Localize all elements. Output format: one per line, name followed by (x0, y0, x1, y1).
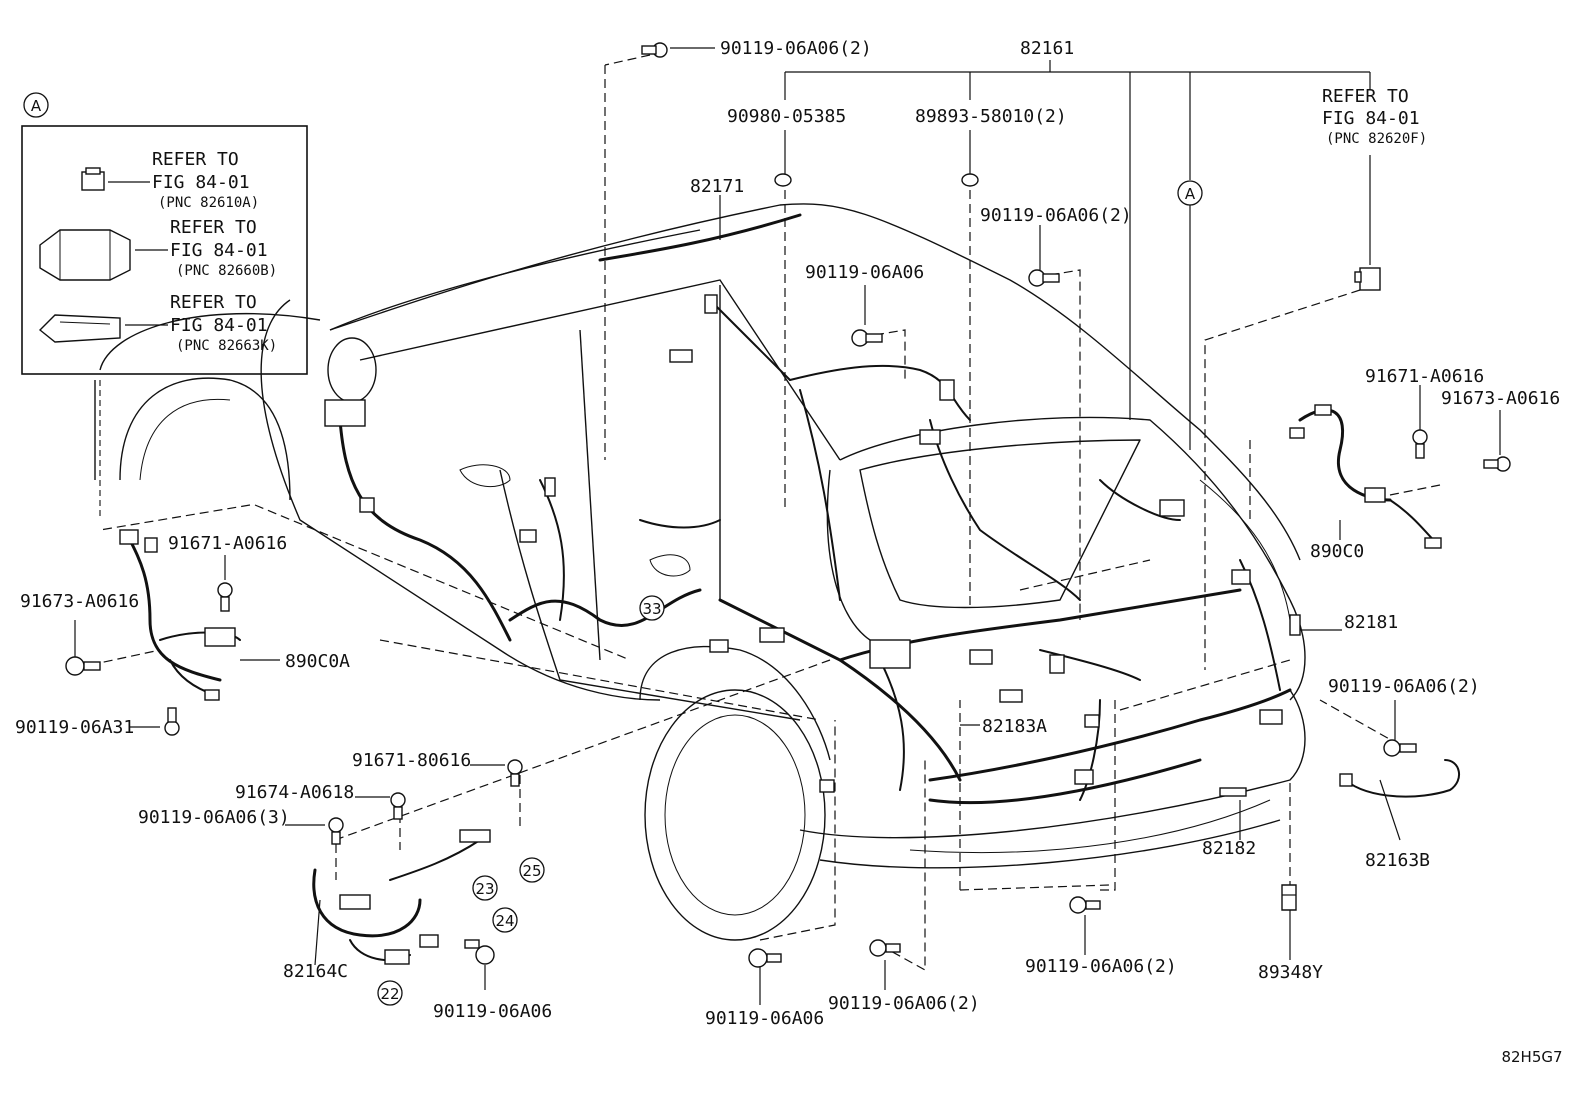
ref-circle-24-text: 24 (495, 912, 514, 930)
ref-circle-23-text: 23 (475, 880, 494, 898)
label-82164c: 82164C (283, 961, 348, 982)
label-90119-06a06-2-bl: 90119-06A06(2) (828, 993, 980, 1014)
inset-pnc-1: (PNC 82610A) (158, 195, 259, 211)
label-refer-right: REFER TO (1322, 86, 1409, 107)
label-91671-80616: 91671-80616 (352, 750, 471, 771)
label-90119-06a06-2-mid: 90119-06A06(2) (980, 205, 1132, 226)
ref-circle-25-text: 25 (522, 862, 541, 880)
clip-icon-89348 (1281, 884, 1297, 911)
label-82161: 82161 (1020, 38, 1074, 59)
label-89893-58010-2: 89893-58010(2) (915, 106, 1067, 127)
bolt-icon-left-7 (464, 939, 495, 965)
inset-box: A REFER TO FIG 84-01 (PNC 82610A) REFER … (21, 92, 308, 375)
bolt-icon-bottom-3 (748, 948, 782, 968)
ref-circle-33: 33 (639, 595, 665, 621)
inset-refer-1: REFER TO (152, 149, 239, 170)
label-pnc-right: (PNC 82620F) (1326, 131, 1427, 147)
label-90119-06a06-2-bc: 90119-06A06(2) (1025, 956, 1177, 977)
vehicle-body-outline (94, 203, 1306, 941)
label-91674-a0618: 91674-A0618 (235, 782, 354, 803)
inset-pnc-2: (PNC 82660B) (176, 263, 277, 279)
clip-icon-89893 (961, 173, 979, 187)
label-90119-06a06-bll: 90119-06A06 (433, 1001, 552, 1022)
solid-leader-lines (74, 47, 1501, 1005)
bracket-icon (38, 314, 121, 343)
label-82183a: 82183A (982, 716, 1047, 737)
bolt-icon-left-4 (507, 759, 523, 787)
bolt-icon-left-2 (65, 656, 101, 676)
junction-block-icon (39, 229, 131, 281)
diagram-id: 82H5G7 (1501, 1048, 1562, 1066)
label-90119-06a31: 90119-06A31 (15, 717, 134, 738)
label-82181: 82181 (1344, 612, 1398, 633)
callout-a-marker: A (1177, 180, 1203, 206)
label-890c0a: 890C0A (285, 651, 350, 672)
label-90119-06a06-2-top: 90119-06A06(2) (720, 38, 872, 59)
label-82163b: 82163B (1365, 850, 1430, 871)
label-90980-05385: 90980-05385 (727, 106, 846, 127)
bolt-icon-right-3 (1383, 739, 1417, 757)
ref-circle-22: 22 (377, 980, 403, 1006)
ref-circle-23: 23 (472, 875, 498, 901)
inset-fig-1: FIG 84-01 (152, 172, 250, 193)
bolt-icon-mid-1 (851, 329, 883, 347)
ref-circle-25: 25 (519, 857, 545, 883)
label-91671-a0616-right: 91671-A0616 (1365, 366, 1484, 387)
bolt-icon-bottom-1 (1069, 896, 1101, 914)
bolt-icon-top (641, 42, 668, 58)
harness-connectors (324, 294, 1301, 797)
label-fig-right: FIG 84-01 (1322, 108, 1420, 129)
ref-circle-33-text: 33 (642, 600, 661, 618)
label-90119-06a06-3: 90119-06A06(3) (138, 807, 290, 828)
bolt-icon-right-1 (1412, 429, 1428, 459)
bolt-icon-left-6 (328, 817, 344, 845)
inset-fig-2: FIG 84-01 (170, 240, 268, 261)
inset-fig-3: FIG 84-01 (170, 315, 268, 336)
bolt-icon-mid-2 (1028, 269, 1060, 287)
harness-890C0A-assembly (119, 529, 241, 701)
relay-icon (81, 167, 105, 191)
bolt-icon-left-1 (217, 582, 233, 612)
connector-icon-82620F (1354, 267, 1381, 291)
label-82182: 82182 (1202, 838, 1256, 859)
label-90119-06a06-2-right: 90119-06A06(2) (1328, 676, 1480, 697)
bolt-icon-right-2 (1483, 456, 1511, 472)
bolt-icon-bottom-2 (869, 939, 901, 957)
part-number-labels: 82161 90119-06A06(2) 90980-05385 89893-5… (15, 38, 1563, 1066)
clip-icon-90980 (774, 173, 792, 187)
label-82171: 82171 (690, 176, 744, 197)
label-91673-a0616-right: 91673-A0616 (1441, 388, 1560, 409)
harness-82163B-assembly (1339, 759, 1460, 798)
label-91671-a0616-left: 91671-A0616 (168, 533, 287, 554)
inset-marker: A (31, 97, 42, 115)
label-890c0: 890C0 (1310, 541, 1364, 562)
harness-82164C-assembly (312, 829, 491, 965)
wire-harness-main (338, 213, 1292, 805)
inset-pnc-3: (PNC 82663K) (176, 338, 277, 354)
callout-a-text: A (1185, 185, 1196, 203)
ref-circle-24: 24 (492, 907, 518, 933)
bolt-icon-left-3 (164, 707, 180, 736)
bolt-icon-left-5 (390, 792, 406, 820)
label-91673-a0616-left: 91673-A0616 (20, 591, 139, 612)
label-90119-06a06-b: 90119-06A06 (705, 1008, 824, 1029)
ref-circle-22-text: 22 (380, 985, 399, 1003)
label-89348y: 89348Y (1258, 962, 1323, 983)
inset-refer-3: REFER TO (170, 292, 257, 313)
label-90119-06a06-mid: 90119-06A06 (805, 262, 924, 283)
harness-890C0-assembly (1289, 404, 1442, 549)
inset-refer-2: REFER TO (170, 217, 257, 238)
